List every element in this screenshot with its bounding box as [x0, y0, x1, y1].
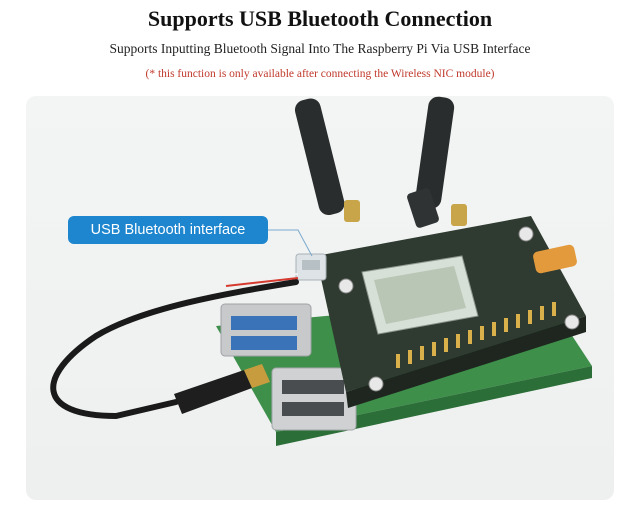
antenna-left — [294, 98, 360, 222]
page-title: Supports USB Bluetooth Connection — [147, 6, 493, 31]
product-photo — [26, 96, 614, 500]
antenna-right — [407, 96, 467, 228]
availability-note: (* this function is only available after… — [145, 68, 495, 80]
page-subtitle: Supports Inputting Bluetooth Signal Into… — [109, 41, 531, 56]
raspberry-pi-hat-illustration — [50, 96, 592, 446]
bluetooth-connector — [295, 253, 327, 281]
usb-ports — [220, 303, 357, 431]
usb-cable — [50, 273, 299, 420]
key-hat-board — [316, 216, 586, 408]
usb-bluetooth-interface-callout: USB Bluetooth interface — [68, 216, 268, 244]
